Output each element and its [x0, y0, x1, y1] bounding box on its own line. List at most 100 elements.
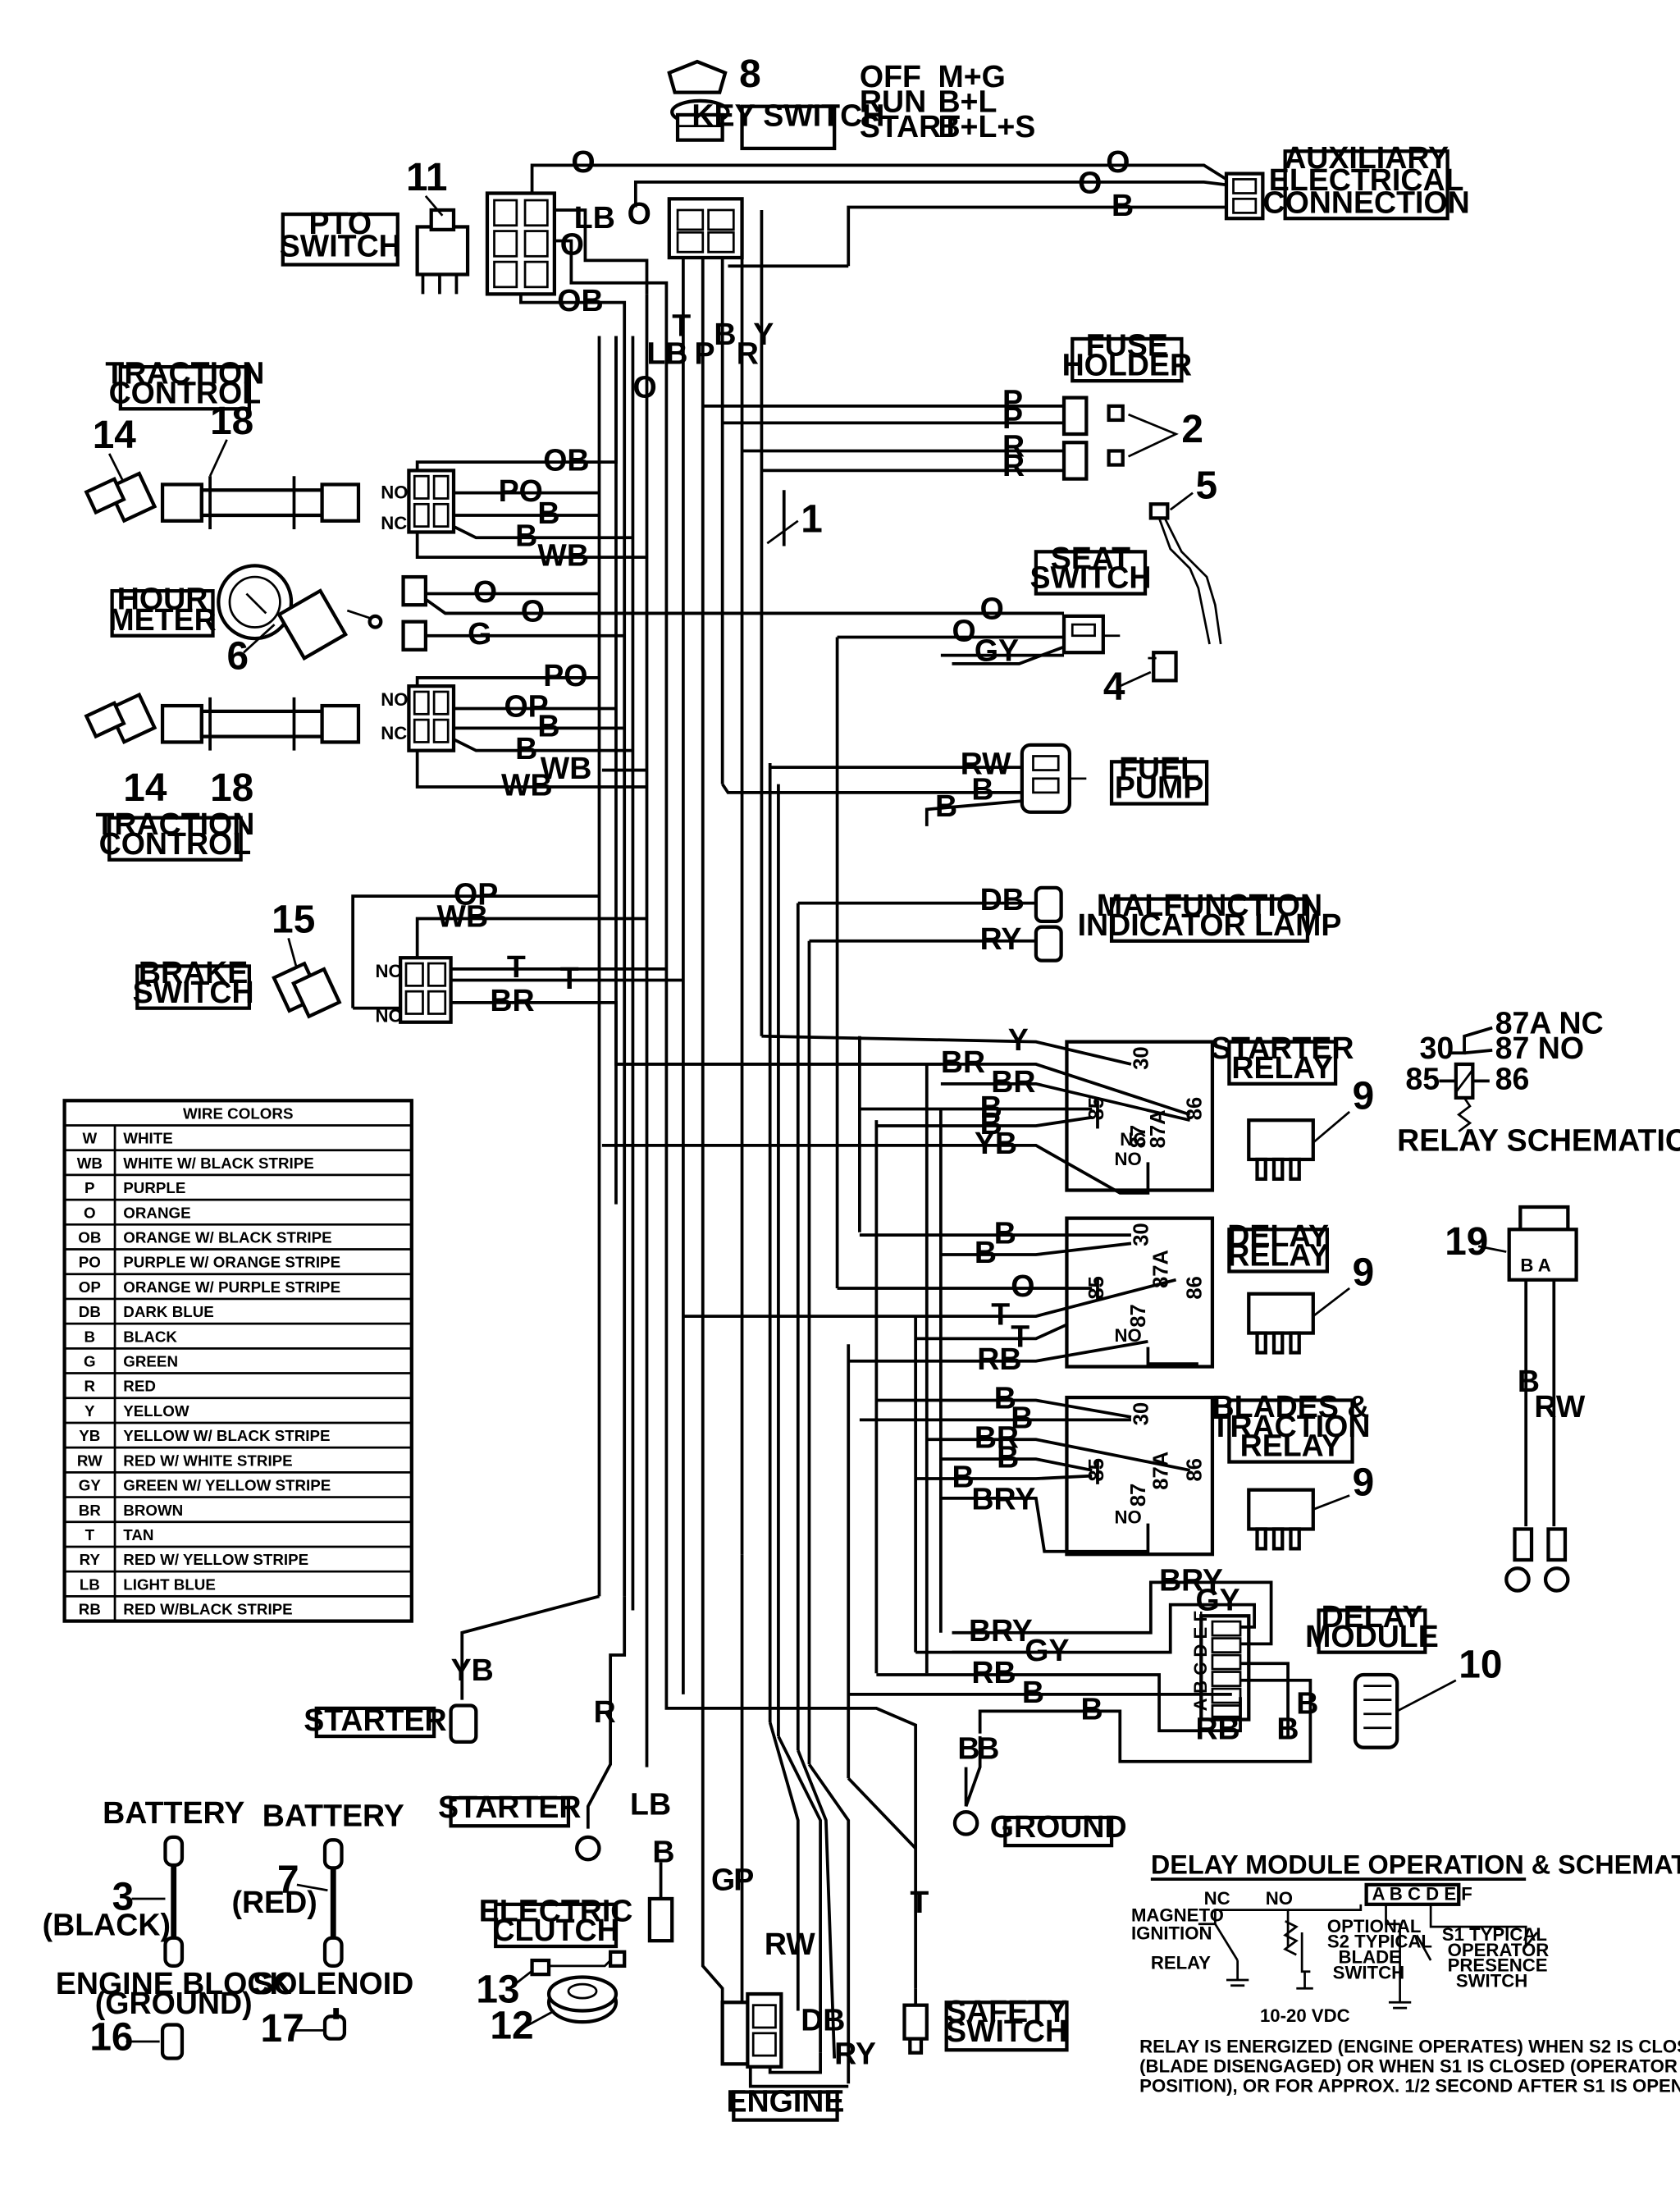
delay-module-connector: A B C D E F BRY GY BRY GY RB RB B B B B … [848, 1563, 1502, 1763]
wire-color-code: RW [77, 1452, 103, 1469]
part-3: 3 [112, 1876, 135, 1919]
wire-color-code: O [84, 1204, 96, 1221]
traction-top-label-2: CONTROL [109, 375, 262, 409]
part-9-c: 9 [1353, 1461, 1375, 1505]
svg-text:86: 86 [1495, 1062, 1530, 1096]
svg-text:NC: NC [1204, 1888, 1230, 1909]
svg-text:T: T [507, 949, 526, 984]
svg-text:R: R [594, 1694, 616, 1729]
relay-schematic-title: RELAY SCHEMATIC [1397, 1123, 1680, 1158]
wire-color-table-frame [62, 1099, 413, 1623]
wire-color-code: T [85, 1526, 95, 1543]
svg-text:B: B [997, 1439, 1019, 1474]
wire-color-name: YELLOW W/ BLACK STRIPE [123, 1427, 330, 1444]
pos-off-contacts: M+G [938, 59, 1005, 94]
svg-text:87A NC: 87A NC [1495, 1005, 1604, 1040]
delay-schematic-title: DELAY MODULE OPERATION & SCHEMATIC [1151, 1850, 1680, 1879]
svg-text:DB: DB [980, 882, 1025, 917]
mil-label-1: MALFUNCTION [1097, 888, 1322, 922]
blades-relay-label-2: TRACTION [1212, 1409, 1371, 1443]
svg-text:BRY: BRY [971, 1482, 1035, 1516]
svg-text:R: R [1002, 448, 1025, 482]
svg-text:B: B [1112, 188, 1134, 222]
brake-label-2: SWITCH [133, 975, 254, 1009]
svg-text:WB: WB [501, 767, 553, 802]
svg-text:B: B [994, 1381, 1016, 1415]
starter-section: YB STARTER R STARTER LB B ELECTRIC CLUTC… [304, 1594, 1127, 1989]
svg-text:BR: BR [975, 1420, 1019, 1455]
svg-text:85: 85 [1405, 1062, 1440, 1096]
battery-section: BATTERY 3 (BLACK) BATTERY 7 (RED) ENGINE… [43, 1795, 413, 2060]
wire-color-code: YB [79, 1427, 100, 1444]
safety-label-1: SAFETY [946, 1994, 1067, 2028]
delay-relay-label-1: DELAY [1227, 1219, 1329, 1253]
svg-text:P: P [733, 1863, 754, 1897]
wire-color-code: W [82, 1130, 97, 1147]
svg-text:B: B [980, 1106, 1002, 1141]
key-switch-label-1: KEY SWITCH [692, 98, 884, 133]
aux-label-3: CONNECTION [1262, 185, 1469, 219]
wire-color-name: PURPLE W/ ORANGE STRIPE [123, 1254, 340, 1271]
svg-text:O: O [1011, 1269, 1034, 1303]
fuse-label-1: FUSE [1086, 327, 1168, 362]
delay-relay-label-2: RELAY [1227, 1238, 1329, 1273]
wire-color-name: PURPLE [123, 1179, 185, 1196]
delay-note-1: RELAY IS ENERGIZED (ENGINE OPERATES) WHE… [1139, 2037, 1680, 2057]
wire-color-code: LB [80, 1575, 100, 1593]
ground-label: GROUND [990, 1809, 1127, 1844]
part-7: 7 [277, 1859, 299, 1902]
svg-text:B: B [1276, 1711, 1299, 1745]
battery-red-label: (RED) [231, 1885, 317, 1919]
wire-color-code: WB [77, 1155, 103, 1172]
traction-bottom-label-2: CONTROL [99, 826, 252, 861]
wire-color-code: RB [79, 1601, 101, 1618]
blades-relay-label-1: BLADES & [1212, 1389, 1370, 1424]
wire-color-code: BR [79, 1502, 102, 1519]
svg-text:R: R [1002, 428, 1025, 463]
hour-label-2: METER [108, 602, 216, 637]
delay-module-schematic: DELAY MODULE OPERATION & SCHEMATIC A B C… [1131, 1850, 1680, 2096]
svg-text:O: O [521, 594, 545, 629]
delay-module-icon [1353, 1672, 1399, 1749]
seat-label-1: SEAT [1051, 541, 1130, 575]
svg-text:O: O [1106, 144, 1130, 179]
svg-text:RW: RW [961, 747, 1011, 781]
svg-text:O: O [632, 370, 656, 405]
svg-text:O: O [952, 614, 976, 648]
engine-block-label-2: (GROUND) [95, 1986, 253, 2020]
svg-text:B: B [1081, 1692, 1103, 1726]
clutch-label-2: CLUTCH [492, 1913, 619, 1947]
svg-text:IGNITION: IGNITION [1131, 1923, 1212, 1943]
svg-text:LB: LB [574, 200, 615, 235]
svg-text:T: T [672, 309, 691, 343]
svg-text:A B C D E F: A B C D E F [1372, 1884, 1472, 1904]
part-8: 8 [739, 53, 761, 96]
traction-actuator-bottom [84, 692, 361, 751]
engine-block-label-1: ENGINE BLOCK [56, 1966, 292, 2001]
svg-text:YB: YB [975, 1126, 1017, 1160]
wire-color-table-title: WIRE COLORS [183, 1104, 293, 1122]
svg-text:SWITCH: SWITCH [1333, 1962, 1404, 1982]
svg-text:PRESENCE: PRESENCE [1448, 1955, 1548, 1976]
part-16: 16 [89, 2015, 133, 2059]
relay-icon-1 [1247, 1118, 1315, 1181]
safety-switch: SAFETY SWITCH [902, 1988, 1069, 2055]
wire-color-code: G [84, 1353, 96, 1370]
hour-label-1: HOUR [117, 581, 208, 615]
svg-text:WB: WB [537, 537, 589, 572]
pos-run: RUN [860, 85, 926, 119]
svg-text:NC: NC [381, 513, 407, 533]
part-15: 15 [272, 899, 315, 942]
seat-switch: SEAT SWITCH O O GY 5 4 [837, 464, 1222, 709]
wire-color-name: ORANGE [123, 1204, 190, 1221]
fuse-label-2: HOLDER [1062, 347, 1192, 382]
svg-text:B: B [952, 1459, 975, 1493]
solenoid-label: SOLENOID [253, 1966, 413, 2001]
svg-text:OP: OP [454, 876, 498, 911]
svg-text:B: B [971, 771, 993, 806]
svg-text:B: B [537, 709, 559, 743]
part-9-a: 9 [1353, 1075, 1375, 1118]
svg-text:RB: RB [971, 1655, 1016, 1690]
svg-text:BLADE: BLADE [1339, 1946, 1401, 1967]
